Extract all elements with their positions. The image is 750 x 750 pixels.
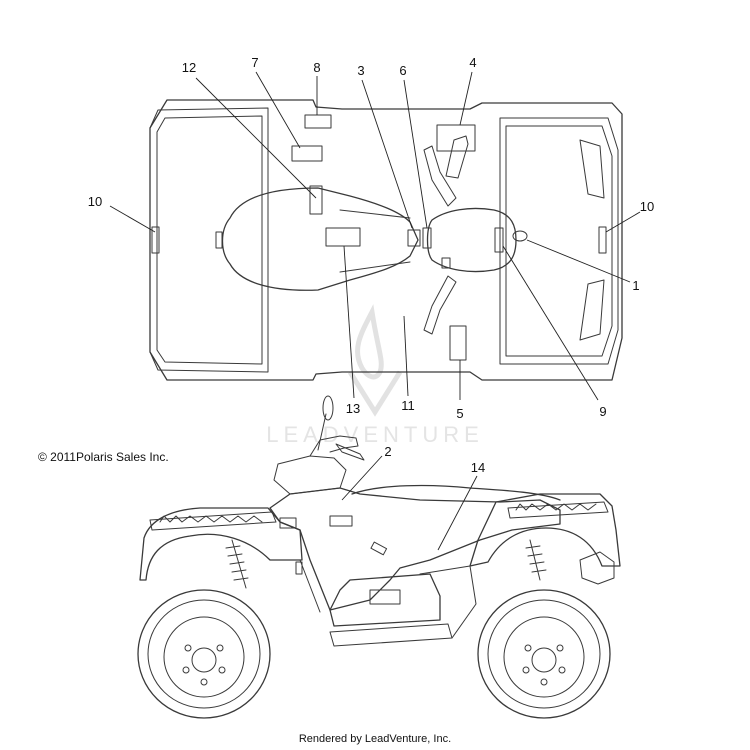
side-view-rear-fender bbox=[139, 507, 303, 581]
decal-side-2 bbox=[329, 515, 353, 527]
callout-7: 7 bbox=[251, 55, 258, 70]
leader-14 bbox=[437, 475, 478, 551]
top-view-front-rack bbox=[499, 117, 619, 365]
side-view-floorboard bbox=[329, 623, 453, 647]
top-view-tank-line-lower bbox=[339, 261, 411, 273]
copyright-notice: © 2011Polaris Sales Inc. bbox=[38, 450, 169, 464]
callout-numbers: 1 2 3 4 5 6 7 8 9 10 10 11 12 13 14 bbox=[88, 55, 654, 475]
top-view-fuel-pod bbox=[426, 207, 517, 273]
side-view-rear-rack bbox=[149, 511, 277, 531]
callout-4: 4 bbox=[469, 55, 476, 70]
callout-11: 11 bbox=[401, 398, 415, 413]
side-view-rear-rack-teeth bbox=[159, 515, 263, 523]
leader-9 bbox=[502, 245, 599, 401]
atv-side-view bbox=[137, 395, 621, 719]
side-view-front-shock bbox=[525, 539, 547, 581]
footer-credit: Rendered by LeadVenture, Inc. bbox=[298, 733, 452, 745]
side-view-seat bbox=[351, 484, 561, 501]
decal-top-12 bbox=[309, 185, 323, 215]
leader-10-left bbox=[109, 205, 156, 233]
watermark-flame-logo bbox=[347, 304, 403, 417]
side-view-mirror bbox=[322, 395, 334, 421]
top-view-handlebar-left bbox=[423, 145, 457, 207]
top-view-front-rack-inner bbox=[505, 125, 613, 357]
watermark-text: LEADVENTURE bbox=[266, 422, 484, 447]
callout-2: 2 bbox=[384, 444, 391, 459]
callout-3: 3 bbox=[357, 63, 364, 78]
watermark: LEADVENTURE bbox=[266, 304, 484, 447]
top-view-body-outline bbox=[149, 99, 623, 381]
leader-6 bbox=[403, 79, 428, 229]
decal-side-14 bbox=[369, 589, 401, 605]
decal-side-2b bbox=[279, 517, 297, 529]
decal-top-1 bbox=[512, 230, 528, 242]
decal-top-10-front bbox=[598, 226, 607, 254]
side-view-rear-wheel bbox=[137, 589, 271, 719]
top-view-handlebar-right bbox=[423, 275, 457, 335]
callout-12: 12 bbox=[182, 60, 196, 75]
decal-top-5 bbox=[449, 325, 467, 361]
side-view-mirror-stalk bbox=[317, 413, 327, 451]
side-view-handlebar-grip bbox=[335, 443, 365, 461]
side-view-body bbox=[269, 487, 561, 611]
leader-13 bbox=[343, 245, 355, 399]
callout-10-right: 10 bbox=[640, 199, 654, 214]
top-view-front-vent-lower bbox=[579, 279, 605, 341]
top-view-seat bbox=[221, 187, 419, 291]
decal-side-vent bbox=[370, 541, 388, 556]
side-view-footwell bbox=[329, 573, 441, 627]
callout-8: 8 bbox=[313, 60, 320, 75]
leader-2 bbox=[341, 455, 383, 501]
decal-side-tank-strip bbox=[295, 561, 303, 575]
side-view-front-rack bbox=[507, 501, 609, 519]
side-view-frame-rail bbox=[299, 559, 477, 639]
side-view-front-wheel bbox=[477, 589, 611, 719]
leader-10-right bbox=[605, 211, 641, 233]
callout-1: 1 bbox=[632, 278, 639, 293]
callout-10-left: 10 bbox=[88, 194, 102, 209]
leader-4 bbox=[459, 71, 473, 126]
leader-3 bbox=[361, 79, 413, 229]
decal-top-10-rear bbox=[151, 226, 160, 254]
callout-6: 6 bbox=[399, 63, 406, 78]
decal-top-3 bbox=[407, 229, 421, 247]
top-view-seat-tab bbox=[215, 231, 223, 249]
leader-lines bbox=[109, 71, 641, 551]
leader-11 bbox=[403, 315, 409, 397]
top-view-mirror bbox=[445, 135, 469, 179]
side-view-rear-shock bbox=[225, 539, 249, 589]
top-view-front-vent-upper bbox=[579, 139, 605, 199]
decal-top-9 bbox=[494, 227, 504, 253]
top-view-rear-rack-inner bbox=[156, 115, 263, 365]
callout-14: 14 bbox=[471, 460, 485, 475]
leader-7 bbox=[255, 71, 301, 149]
top-view-rear-rack bbox=[149, 107, 269, 373]
decal-top-8 bbox=[304, 114, 332, 129]
side-view-headlight bbox=[579, 551, 615, 585]
leader-1 bbox=[526, 239, 631, 283]
side-view-front-fender bbox=[469, 493, 621, 567]
leader-12 bbox=[195, 77, 317, 199]
top-view-tank-line-upper bbox=[339, 209, 411, 219]
decal-top-13 bbox=[325, 227, 361, 247]
callout-5: 5 bbox=[456, 406, 463, 421]
atv-top-view bbox=[149, 99, 623, 381]
callout-9: 9 bbox=[599, 404, 606, 419]
callout-13: 13 bbox=[346, 401, 360, 416]
side-view-front-rack-teeth bbox=[515, 503, 597, 511]
decal-top-11 bbox=[441, 257, 451, 269]
decal-top-7 bbox=[291, 145, 323, 162]
side-view-steering-head bbox=[273, 455, 347, 495]
decal-top-4 bbox=[436, 124, 476, 152]
